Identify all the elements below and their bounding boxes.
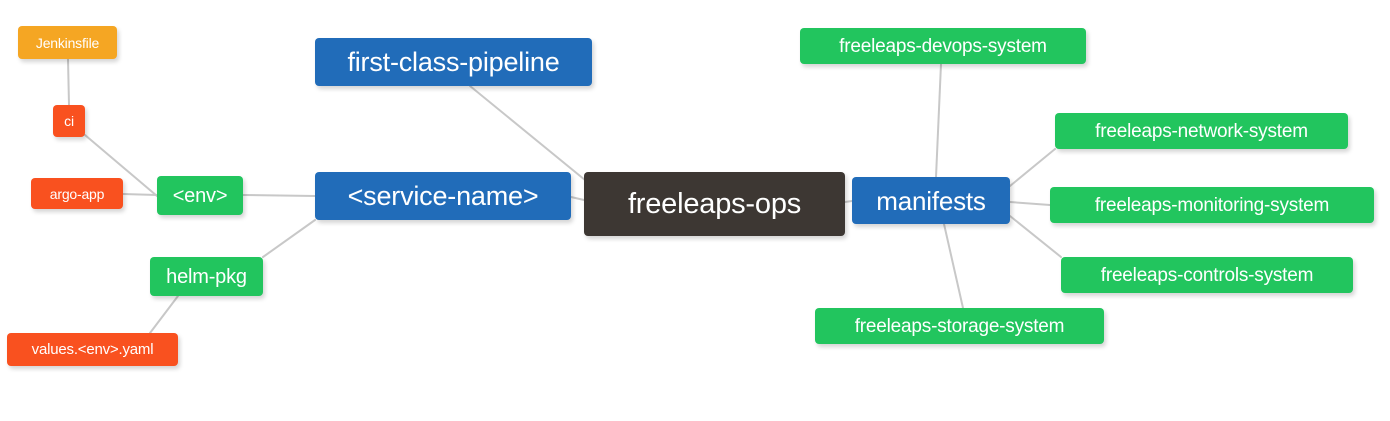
node-first-class-pipeline[interactable]: first-class-pipeline — [315, 38, 592, 86]
node-env[interactable]: <env> — [157, 176, 243, 215]
node-freeleaps-monitoring-system[interactable]: freeleaps-monitoring-system — [1050, 187, 1374, 223]
edge-freeleaps-ops-to-manifests — [844, 200, 853, 203]
node-label-freeleaps-devops-system: freeleaps-devops-system — [839, 35, 1047, 57]
edge-manifests-to-freeleaps-storage-system — [943, 223, 964, 309]
edge-service-name-to-helm-pkg — [262, 219, 316, 258]
node-freeleaps-ops[interactable]: freeleaps-ops — [584, 172, 845, 236]
node-label-helm-pkg: helm-pkg — [166, 265, 247, 288]
edge-manifests-to-freeleaps-devops-system — [935, 63, 942, 178]
node-label-freeleaps-monitoring-system: freeleaps-monitoring-system — [1094, 194, 1330, 216]
edge-service-name-to-first-class-pipeline — [469, 85, 586, 181]
node-jenkinsfile[interactable]: Jenkinsfile — [18, 26, 117, 59]
node-label-service-name: <service-name> — [347, 180, 539, 211]
node-label-env: <env> — [172, 184, 228, 207]
node-label-freeleaps-controls-system: freeleaps-controls-system — [1100, 264, 1314, 286]
node-argo-app[interactable]: argo-app — [31, 178, 123, 209]
edge-env-to-service-name — [242, 194, 316, 197]
node-freeleaps-devops-system[interactable]: freeleaps-devops-system — [800, 28, 1086, 64]
node-manifests[interactable]: manifests — [852, 177, 1010, 224]
node-label-first-class-pipeline: first-class-pipeline — [347, 46, 560, 77]
edge-service-name-to-freeleaps-ops — [570, 196, 585, 201]
node-label-jenkinsfile: Jenkinsfile — [35, 34, 100, 51]
node-label-manifests: manifests — [876, 185, 986, 216]
node-label-freeleaps-storage-system: freeleaps-storage-system — [854, 315, 1065, 337]
node-freeleaps-network-system[interactable]: freeleaps-network-system — [1055, 113, 1348, 149]
node-label-argo-app: argo-app — [49, 185, 105, 202]
node-values-yaml[interactable]: values.<env>.yaml — [7, 333, 178, 366]
node-freeleaps-controls-system[interactable]: freeleaps-controls-system — [1061, 257, 1353, 293]
edge-manifests-to-freeleaps-network-system — [1009, 148, 1056, 187]
node-label-freeleaps-network-system: freeleaps-network-system — [1095, 120, 1308, 142]
edge-manifests-to-freeleaps-monitoring-system — [1009, 201, 1051, 206]
node-service-name[interactable]: <service-name> — [315, 172, 571, 220]
edge-argo-app-to-env — [122, 193, 158, 196]
node-freeleaps-storage-system[interactable]: freeleaps-storage-system — [815, 308, 1104, 344]
node-label-values-yaml: values.<env>.yaml — [31, 341, 154, 358]
node-label-freeleaps-ops: freeleaps-ops — [627, 187, 802, 220]
node-helm-pkg[interactable]: helm-pkg — [150, 257, 263, 296]
node-ci[interactable]: ci — [53, 105, 85, 137]
node-label-ci: ci — [64, 113, 74, 129]
edge-helm-pkg-to-values-yaml — [149, 295, 179, 334]
edge-jenkinsfile-to-ci — [67, 58, 70, 106]
